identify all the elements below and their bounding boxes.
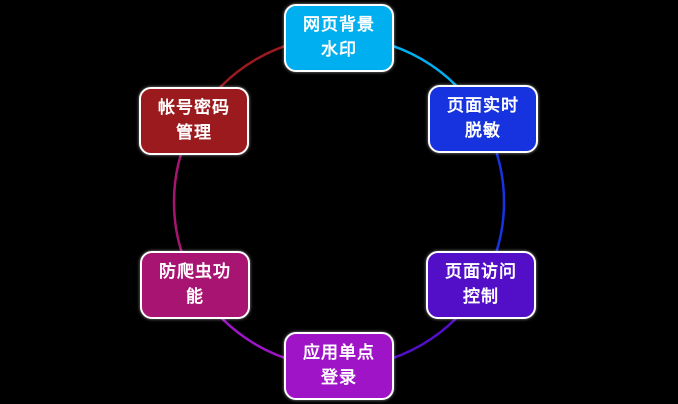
cycle-node-page-access-control: 页面访问 控制: [426, 251, 536, 319]
cycle-node-label: 帐号密码 管理: [158, 98, 230, 143]
cycle-node-label: 网页背景 水印: [303, 15, 375, 60]
cycle-node-label: 应用单点 登录: [303, 343, 375, 388]
cycle-node-anti-crawler-function: 防爬虫功 能: [140, 251, 250, 319]
cycle-node-realtime-page-masking: 页面实时 脱敏: [428, 85, 538, 153]
cycle-node-label: 防爬虫功 能: [159, 262, 231, 307]
cycle-node-label: 页面访问 控制: [445, 262, 517, 307]
cycle-node-label: 页面实时 脱敏: [447, 96, 519, 141]
cycle-node-web-background-watermark: 网页背景 水印: [284, 4, 394, 72]
cycle-node-app-single-sign-on: 应用单点 登录: [284, 332, 394, 400]
cycle-node-account-password-mgmt: 帐号密码 管理: [139, 87, 249, 155]
